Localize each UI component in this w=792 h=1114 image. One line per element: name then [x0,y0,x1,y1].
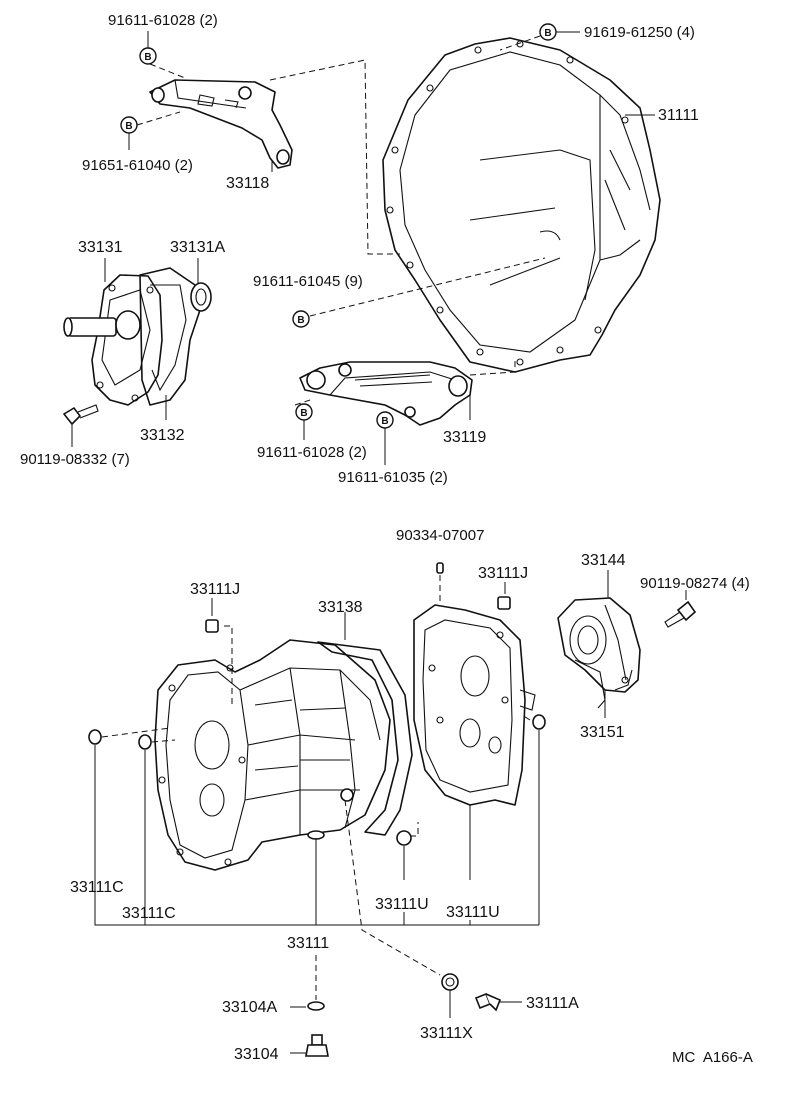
pin-33111J-left [205,619,219,633]
oil-seal-33151 [574,659,606,709]
bracket-33119 [299,361,473,426]
label-91651-61040: 91651-61040 (2) [82,157,193,174]
breather-90334-07007 [436,562,444,574]
bolt-90119-08332 [62,404,99,426]
label-33111A: 33111A [526,995,579,1012]
svg-text:B: B [125,121,132,132]
bolt-90119-08274 [664,600,697,628]
label-33111-case: 33111 [287,935,329,952]
marker-bolt-91611-61028-lower: B [295,403,313,421]
rear-cover-33144 [557,597,641,693]
svg-text:B: B [144,52,151,63]
label-33131: 33131 [78,239,123,256]
label-31111: 31111 [658,107,699,124]
marker-bolt-91611-61035: B [376,411,394,429]
pin-33111J-right [497,596,511,610]
gasket-33132 [139,267,201,406]
label-33132: 33132 [140,427,185,444]
clutch-housing-31111 [382,37,661,373]
label-33111J-left: 33111J [190,581,240,598]
label-33111C-outer: 33111C [70,879,124,896]
svg-text:B: B [544,28,551,39]
label-33111U-left: 33111U [375,896,429,913]
label-33104: 33104 [234,1046,279,1063]
label-33151: 33151 [580,724,625,741]
marker-bolt-91619-61250: B [539,23,557,41]
pin-33111C-outer [88,729,102,745]
marker-bolt-91651-61040: B [120,116,138,134]
diagram-code: MC A166-A [672,1049,753,1066]
extension-housing-33131 [63,274,163,406]
marker-bolt-91611-61045: B [292,310,310,328]
pin-33111U-left [396,830,412,846]
label-91611-61028-upper: 91611-61028 (2) [108,12,218,29]
label-33111U-right: 33111U [446,904,500,921]
label-33119: 33119 [443,429,486,446]
label-90119-08274: 90119-08274 (4) [640,575,750,592]
label-91619-61250: 91619-61250 (4) [584,24,695,41]
oil-seal-33131A [190,282,212,312]
transmission-case-33111 [154,639,391,871]
label-33111X: 33111X [420,1025,473,1042]
label-33144: 33144 [581,552,626,569]
gasket-33138 [317,641,413,836]
bracket-33118 [149,79,293,169]
front-cover-plate [413,604,536,806]
label-90334-07007: 90334-07007 [396,527,484,544]
gasket-33111X [441,973,459,991]
svg-text:B: B [300,408,307,419]
svg-text:B: B [381,416,388,427]
label-33138: 33138 [318,599,363,616]
marker-bolt-91611-61028-upper: B [139,47,157,65]
pin-33111U-right [532,714,546,730]
gasket-33104A [307,1001,325,1011]
label-91611-61045: 91611-61045 (9) [253,273,363,290]
label-33104A: 33104A [222,999,277,1016]
svg-text:B: B [297,315,304,326]
label-91611-61028-lower: 91611-61028 (2) [257,444,367,461]
label-91611-61035: 91611-61035 (2) [338,469,448,486]
label-33131A: 33131A [170,239,225,256]
pin-33111C-inner [138,734,152,750]
label-33118: 33118 [226,175,269,192]
label-33111J-right: 33111J [478,565,528,582]
label-33111C-inner: 33111C [122,905,176,922]
label-90119-08332: 90119-08332 (7) [20,451,130,468]
drain-plug-33104 [305,1034,329,1057]
filler-plug-33111A [474,992,502,1012]
